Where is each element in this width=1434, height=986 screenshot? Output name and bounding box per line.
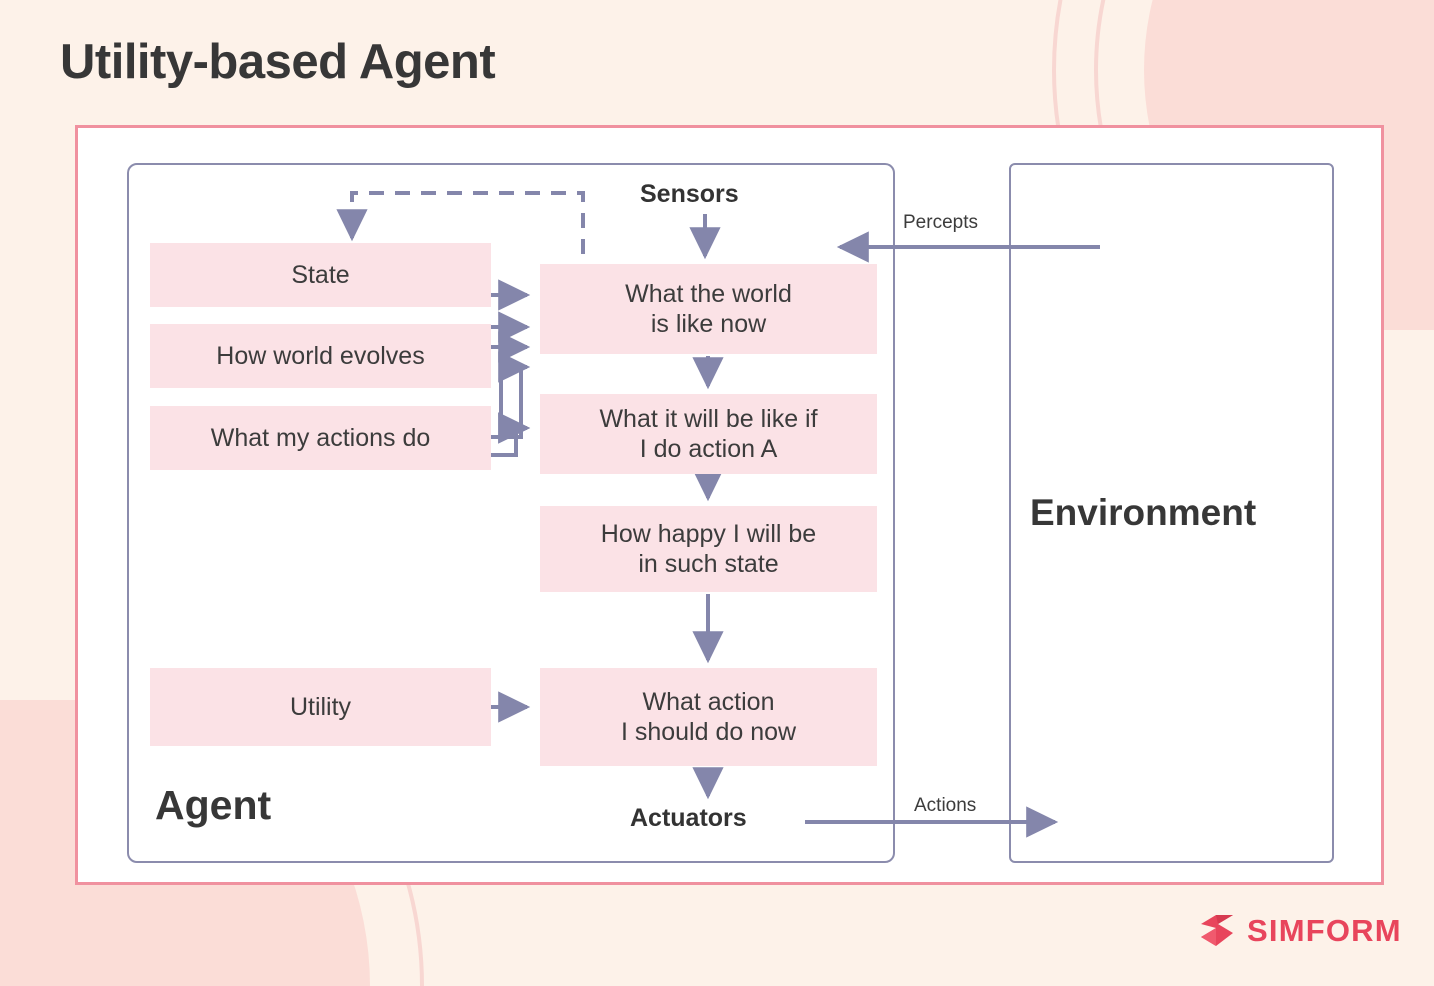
box-how-happy-i-will-be-in-such-state[interactable]: How happy I will be in such state bbox=[540, 506, 877, 592]
box-utility[interactable]: Utility bbox=[150, 668, 491, 746]
box-what-the-world-is-like-now[interactable]: What the world is like now bbox=[540, 264, 877, 354]
box-world-now-line1: What the world bbox=[625, 279, 792, 308]
simform-ribbon-icon bbox=[1201, 915, 1233, 946]
box-what-action-line1: What action bbox=[642, 687, 775, 716]
box-how-happy-line2: in such state bbox=[638, 550, 779, 578]
label-actions: Actions bbox=[914, 795, 977, 816]
page-title: Utility-based Agent bbox=[60, 35, 496, 89]
simform-logo: SIMFORM bbox=[1198, 912, 1402, 950]
agent-panel bbox=[127, 163, 895, 863]
box-if-action-line2: I do action A bbox=[639, 435, 778, 463]
label-sensors: Sensors bbox=[640, 180, 739, 208]
box-what-action-i-should-do-now[interactable]: What action I should do now bbox=[540, 668, 877, 766]
box-state[interactable]: State bbox=[150, 243, 491, 307]
simform-logo-text: SIMFORM bbox=[1247, 913, 1402, 948]
label-agent: Agent bbox=[155, 782, 272, 828]
box-what-action-line2: I should do now bbox=[620, 718, 797, 746]
box-how-happy-line1: How happy I will be bbox=[600, 519, 817, 548]
box-what-it-will-be-like-if-i-do-action-a[interactable]: What it will be like if I do action A bbox=[540, 394, 877, 474]
environment-panel bbox=[1009, 163, 1334, 863]
box-if-action-line1: What it will be like if bbox=[599, 404, 818, 433]
label-environment: Environment bbox=[1030, 492, 1257, 533]
box-what-my-actions-do[interactable]: What my actions do bbox=[150, 406, 491, 470]
label-percepts: Percepts bbox=[903, 212, 978, 233]
arrow-actions-to-if-action bbox=[491, 412, 531, 457]
box-world-now-line2: is like now bbox=[650, 310, 767, 338]
label-actuators: Actuators bbox=[630, 804, 747, 832]
box-how-world-evolves[interactable]: How world evolves bbox=[150, 324, 491, 388]
